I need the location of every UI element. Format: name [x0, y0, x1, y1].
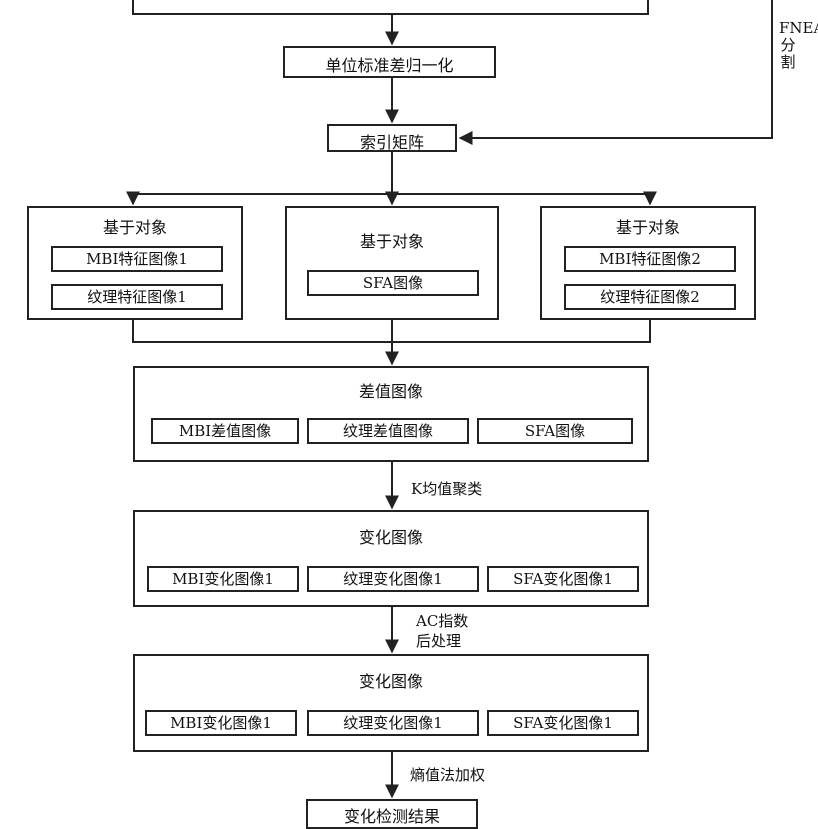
entropy-label: 熵值法加权 — [410, 766, 486, 784]
change1-item-1: MBI变化图像1 — [147, 566, 299, 592]
change1-item-3: SFA变化图像1 — [487, 566, 639, 592]
change2-item-2: 纹理变化图像1 — [307, 710, 479, 736]
kmeans-label: K均值聚类 — [411, 480, 483, 498]
index-matrix-label: 索引矩阵 — [359, 133, 424, 152]
result-label: 变化检测结果 — [343, 807, 440, 826]
diff-item-2: 纹理差值图像 — [307, 418, 469, 444]
mid-object-group: 基于对象 SFA图像 — [285, 206, 499, 320]
diff-item-1: MBI差值图像 — [151, 418, 299, 444]
change-image-group-1: 变化图像 MBI变化图像1 纹理变化图像1 SFA变化图像1 — [133, 510, 649, 607]
change1-group-title: 变化图像 — [358, 528, 423, 547]
diff-item-3: SFA图像 — [477, 418, 633, 444]
left-item-2: 纹理特征图像1 — [51, 284, 223, 310]
mid-group-title: 基于对象 — [359, 232, 424, 251]
index-matrix-box: 索引矩阵 — [327, 124, 457, 152]
ac-label-line1: AC指数 — [416, 612, 469, 630]
right-group-title: 基于对象 — [615, 218, 680, 237]
result-box: 变化检测结果 — [306, 799, 478, 829]
normalize-box: 单位标准差归一化 — [283, 46, 496, 78]
normalize-label: 单位标准差归一化 — [325, 56, 454, 75]
fnea-line — [458, 0, 773, 145]
left-object-group: 基于对象 MBI特征图像1 纹理特征图像1 — [27, 206, 243, 320]
top-partial-box — [132, 0, 649, 15]
right-item-1: MBI特征图像2 — [564, 246, 736, 272]
change1-item-2: 纹理变化图像1 — [307, 566, 479, 592]
left-item-1: MBI特征图像1 — [51, 246, 223, 272]
change2-group-title: 变化图像 — [358, 672, 423, 691]
right-object-group: 基于对象 MBI特征图像2 纹理特征图像2 — [540, 206, 756, 320]
ac-label-line2: 后处理 — [416, 632, 462, 650]
left-group-title: 基于对象 — [102, 218, 167, 237]
change-image-group-2: 变化图像 MBI变化图像1 纹理变化图像1 SFA变化图像1 — [133, 654, 649, 752]
change2-item-3: SFA变化图像1 — [487, 710, 639, 736]
right-item-2: 纹理特征图像2 — [564, 284, 736, 310]
difference-image-group: 差值图像 MBI差值图像 纹理差值图像 SFA图像 — [133, 366, 649, 462]
diff-group-title: 差值图像 — [358, 382, 423, 401]
mid-item-1: SFA图像 — [307, 270, 479, 296]
change2-item-1: MBI变化图像1 — [145, 710, 297, 736]
fnea-label: FNEA分割 — [779, 19, 818, 71]
